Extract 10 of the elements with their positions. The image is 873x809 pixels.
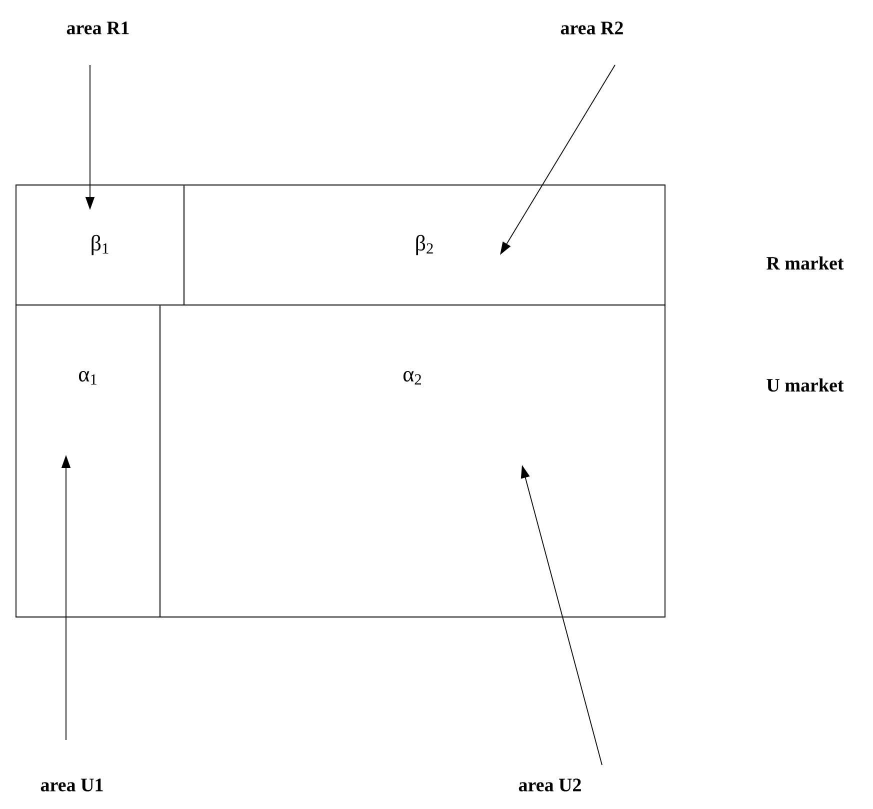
area-label: area U1 bbox=[40, 778, 103, 792]
table-cell: α$_{1}$ bbox=[16, 304, 160, 618]
area-label: area R2 bbox=[560, 22, 623, 34]
table-cell: β$_{2}$ bbox=[184, 184, 666, 306]
area-label: area U2 bbox=[518, 778, 581, 792]
area-label: area R1 bbox=[66, 22, 129, 34]
table-cell: β$_{1}$ bbox=[16, 184, 184, 306]
market-label: R market bbox=[766, 256, 844, 270]
market-label: U market bbox=[766, 378, 844, 392]
table-cell: α$_{2}$ bbox=[160, 304, 666, 618]
